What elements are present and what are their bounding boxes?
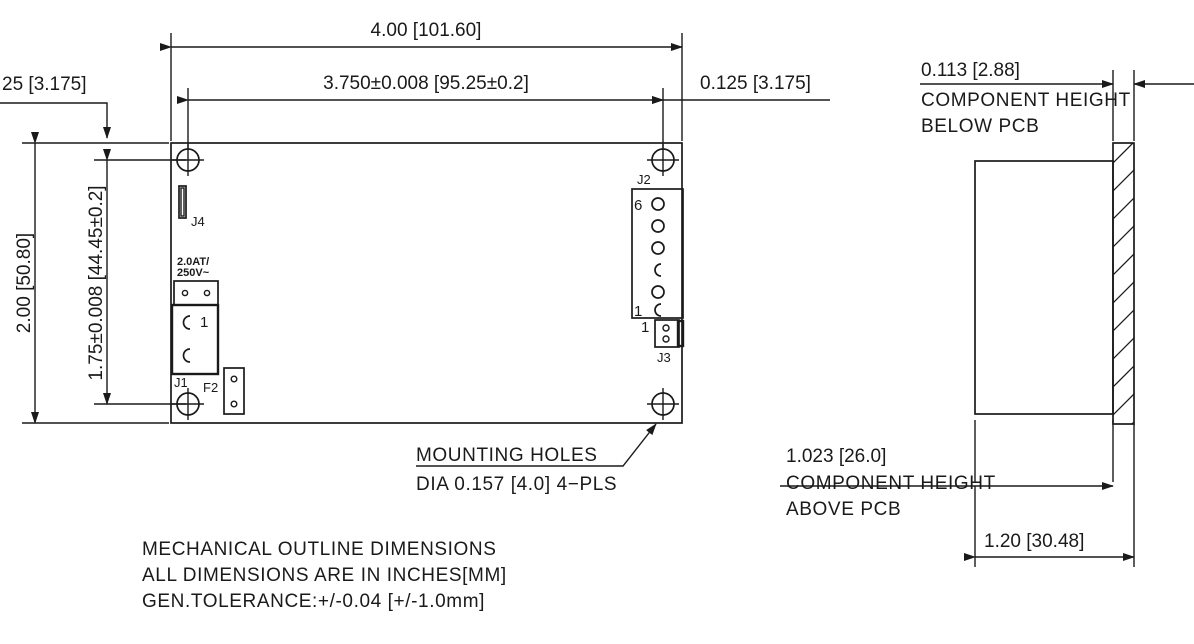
dimension-below-pcb-line1: COMPONENT HEIGHT (921, 90, 1131, 111)
fuse-rating-line1: 2.0AT/ (177, 256, 209, 268)
dimension-hole-spacing-width (177, 88, 664, 148)
drawing-title: MECHANICAL OUTLINE DIMENSIONS (142, 539, 497, 560)
connector-j2-label: J2 (637, 172, 651, 187)
dimension-hole-spacing-height (94, 149, 186, 405)
dimension-edge-offset-right-label: 0.125 [3.175] (700, 73, 811, 94)
dimension-edge-offset-left (0, 102, 111, 139)
dimension-below-pcb-value: 0.113 [2.88] (921, 60, 1020, 81)
connector-j3-pin1-label: 1 (641, 319, 649, 336)
dimension-hole-spacing-width-label: 3.750±0.008 [95.25±0.2] (323, 73, 529, 94)
mounting-holes-callout-leader (416, 423, 657, 467)
mounting-holes-callout-line1: MOUNTING HOLES (416, 445, 598, 466)
dimension-total-depth-label: 1.20 [30.48] (984, 531, 1084, 552)
connector-j2-pin6-label: 6 (634, 197, 642, 214)
drawing-units-note: ALL DIMENSIONS ARE IN INCHES[MM] (142, 565, 507, 586)
connector-j1-label: J1 (174, 375, 188, 390)
dimension-above-pcb-line1: COMPONENT HEIGHT (786, 473, 996, 494)
connector-j4-label: J4 (191, 214, 205, 229)
dimension-overall-width (160, 33, 683, 141)
connector-j2-pin1-label: 1 (634, 303, 642, 320)
connector-j3 (654, 319, 685, 348)
dimension-above-pcb-value: 1.023 [26.0] (786, 446, 886, 467)
dimension-above-pcb (780, 420, 1114, 490)
mounting-hole-top-right (647, 144, 679, 176)
connector-j2 (631, 188, 684, 319)
dimension-below-pcb-line2: BELOW PCB (921, 116, 1039, 137)
side-view-pcb-edge (1112, 142, 1135, 425)
connector-j4 (178, 185, 187, 219)
connector-j1 (170, 280, 220, 376)
component-f2-label: F2 (203, 380, 218, 395)
mounting-holes-callout-line2: DIA 0.157 [4.0] 4−PLS (416, 474, 617, 495)
connector-j3-label: J3 (657, 350, 671, 365)
dimension-total-depth (964, 424, 1135, 567)
drawing-tolerance-note: GEN.TOLERANCE:+/-0.04 [+/-1.0mm] (142, 591, 485, 612)
pcb-outline (170, 142, 683, 424)
connector-j1-pin1-label: 1 (200, 314, 208, 331)
dimension-overall-height-label: 2.00 [50.80] (14, 233, 35, 333)
dimension-above-pcb-line2: ABOVE PCB (786, 499, 901, 520)
component-f2 (223, 367, 245, 415)
dimension-hole-spacing-height-label: 1.75±0.008 [44.45±0.2] (86, 185, 107, 380)
fuse-rating-line2: 250V~ (177, 267, 210, 279)
dimension-edge-offset-left-label: 25 [3.175] (2, 74, 87, 95)
side-view-body (974, 160, 1114, 415)
dimension-overall-height (22, 132, 169, 424)
dimension-overall-width-label: 4.00 [101.60] (371, 20, 482, 41)
mounting-hole-bottom-right (647, 388, 679, 420)
